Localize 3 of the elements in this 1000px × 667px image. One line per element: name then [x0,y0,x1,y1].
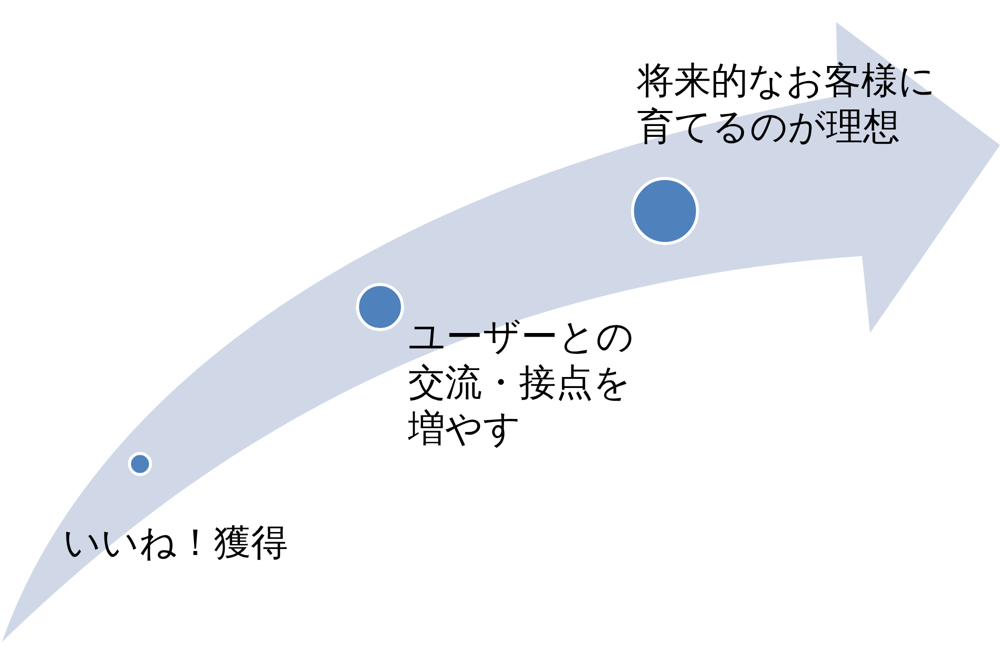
step-caption: 将来的なお客様に育てるのが理想 [637,58,937,150]
step-caption: いいね！獲得 [63,520,289,566]
step-caption: ユーザーとの交流・接点を増やす [408,314,635,452]
